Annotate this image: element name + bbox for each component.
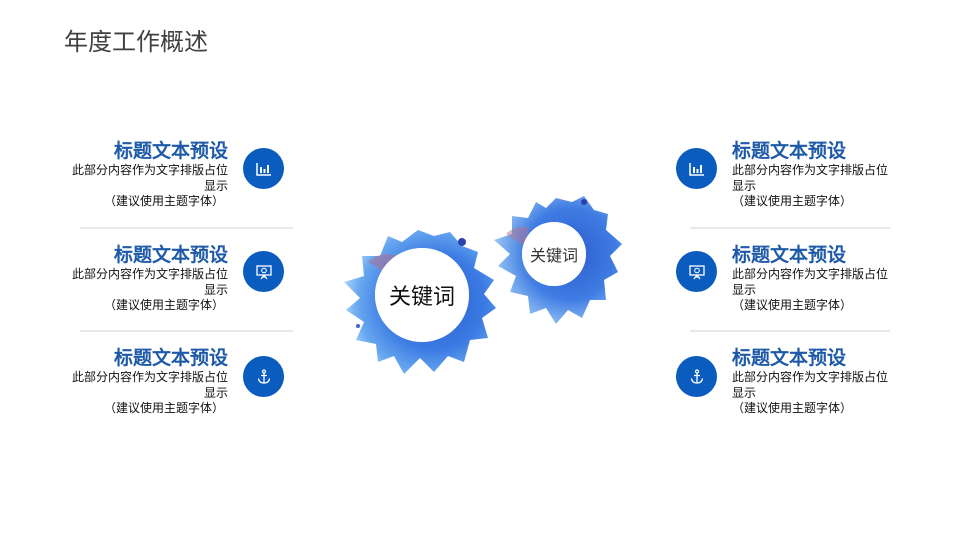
bar-chart-icon — [243, 148, 284, 189]
item-body-line3: （建议使用主题字体） — [732, 298, 853, 312]
anchor-icon — [676, 356, 717, 397]
item-body-line3: （建议使用主题字体） — [103, 194, 224, 208]
left-item-3: 标题文本预设 此部分内容作为文字排版占位 显示 （建议使用主题字体） — [8, 346, 228, 417]
item-heading: 标题文本预设 — [732, 140, 847, 162]
right-item-1: 标题文本预设 此部分内容作为文字排版占位 显示 （建议使用主题字体） — [732, 139, 952, 210]
left-item-2: 标题文本预设 此部分内容作为文字排版占位 显示 （建议使用主题字体） — [8, 243, 228, 314]
separator — [80, 330, 293, 332]
item-body-line2: 显示 — [203, 282, 228, 297]
item-body-line1: 此部分内容作为文字排版占位 — [732, 163, 889, 177]
item-heading: 标题文本预设 — [113, 244, 228, 266]
keyword-small: 关键词 — [522, 222, 586, 286]
item-body-line1: 此部分内容作为文字排版占位 — [71, 370, 228, 384]
separator — [80, 227, 293, 229]
separator — [690, 330, 890, 332]
item-body-line2: 显示 — [732, 178, 757, 193]
left-item-1: 标题文本预设 此部分内容作为文字排版占位 显示 （建议使用主题字体） — [8, 139, 228, 210]
presentation-board-icon — [243, 251, 284, 292]
right-item-3: 标题文本预设 此部分内容作为文字排版占位 显示 （建议使用主题字体） — [732, 346, 952, 417]
item-body-line2: 显示 — [203, 385, 228, 400]
item-body-line3: （建议使用主题字体） — [732, 401, 853, 415]
presentation-board-icon — [676, 251, 717, 292]
item-body-line1: 此部分内容作为文字排版占位 — [732, 370, 889, 384]
keyword-large: 关键词 — [375, 248, 469, 342]
right-item-2: 标题文本预设 此部分内容作为文字排版占位 显示 （建议使用主题字体） — [732, 243, 952, 314]
separator — [690, 227, 890, 229]
item-heading: 标题文本预设 — [732, 347, 847, 369]
item-body-line2: 显示 — [203, 178, 228, 193]
item-body-line3: （建议使用主题字体） — [103, 401, 224, 415]
item-body-line2: 显示 — [732, 385, 757, 400]
item-heading: 标题文本预设 — [113, 140, 228, 162]
bar-chart-icon — [676, 148, 717, 189]
item-body-line1: 此部分内容作为文字排版占位 — [71, 163, 228, 177]
item-body-line1: 此部分内容作为文字排版占位 — [732, 267, 889, 281]
item-body-line2: 显示 — [732, 282, 757, 297]
anchor-icon — [243, 356, 284, 397]
item-heading: 标题文本预设 — [732, 244, 847, 266]
item-heading: 标题文本预设 — [113, 347, 228, 369]
item-body-line3: （建议使用主题字体） — [732, 194, 853, 208]
item-body-line1: 此部分内容作为文字排版占位 — [71, 267, 228, 281]
slide-title: 年度工作概述 — [64, 28, 208, 56]
item-body-line3: （建议使用主题字体） — [103, 298, 224, 312]
